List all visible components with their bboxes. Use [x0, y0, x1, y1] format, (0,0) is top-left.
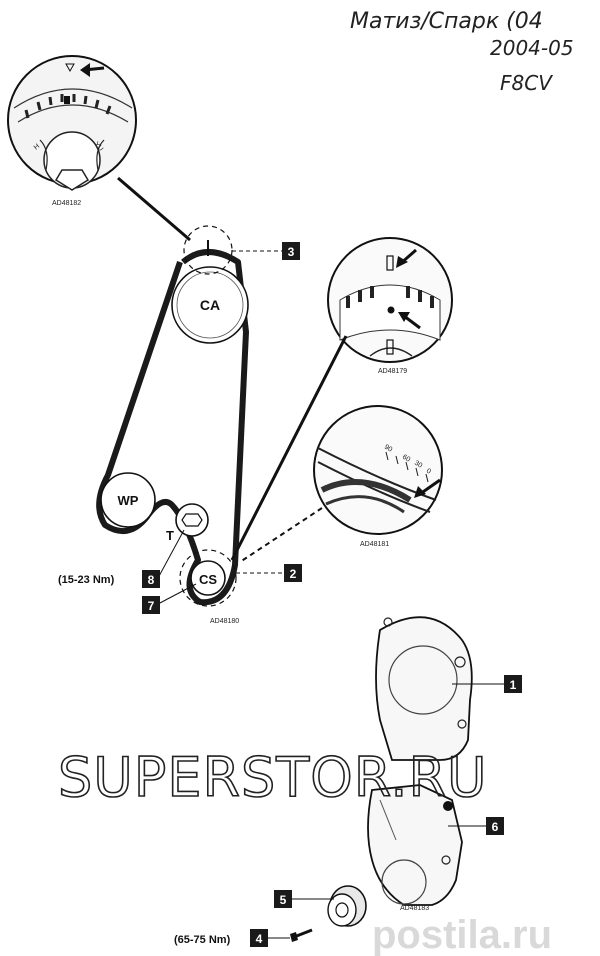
callout-8: 8 [142, 529, 185, 588]
svg-text:7: 7 [148, 599, 155, 613]
torque-crank-bolt: (65-75 Nm) [174, 934, 231, 946]
watermark-postila: postila.ru [372, 913, 552, 956]
timing-scale-detail: 90 60 30 0 [313, 405, 443, 535]
torque-tensioner: (15-23 Nm) [58, 574, 115, 586]
callout-5: 5 [274, 890, 334, 908]
code-cover: AD48183 [400, 905, 429, 912]
callout-4: 4 [250, 929, 290, 947]
callout-1: 1 [452, 675, 522, 693]
scale-mark-3: 0 [425, 468, 432, 476]
camshaft-pulley: CA [171, 266, 249, 344]
lower-timing-cover [367, 784, 463, 906]
crank-sprocket-mark-detail [327, 237, 453, 363]
crankshaft-pulley: CS [179, 549, 237, 607]
camshaft-mark-detail: H YU [7, 55, 137, 191]
header-line-3: F8CV [500, 71, 553, 95]
arrow-icon [396, 256, 408, 268]
svg-text:4: 4 [256, 932, 263, 946]
svg-text:5: 5 [280, 893, 287, 907]
triangle-mark-icon [65, 63, 75, 73]
upper-timing-cover [375, 616, 473, 761]
code-right-mid: AD48181 [360, 541, 389, 548]
label-crankshaft: CS [199, 572, 217, 587]
label-tensioner: T [166, 528, 174, 543]
scale-mark-0: 90 [383, 444, 393, 454]
label-water-pump: WP [118, 493, 139, 508]
crank-bolt [290, 928, 313, 942]
header-line-2: 2004-05 [490, 36, 574, 60]
header-line-1: Матиз/Спарк (04 [350, 9, 543, 34]
scale-mark-1: 60 [401, 454, 411, 464]
svg-text:8: 8 [148, 573, 155, 587]
label-camshaft: CA [200, 297, 220, 313]
svg-text:1: 1 [510, 678, 517, 692]
svg-text:2: 2 [290, 567, 297, 581]
cam-mark-highlight [183, 225, 233, 275]
code-right-top: AD48179 [378, 368, 407, 375]
svg-text:3: 3 [288, 245, 295, 259]
svg-text:6: 6 [492, 820, 499, 834]
gear-mark-right: YU [92, 141, 104, 153]
watermark-superstor: SUPERSTOR.RU [58, 746, 488, 809]
callout-2: 2 [236, 564, 302, 582]
scale-mark-2: 30 [413, 460, 423, 470]
callout-7: 7 [142, 583, 197, 614]
water-pump-pulley: WP [100, 472, 156, 528]
code-belt: AD48180 [210, 618, 239, 625]
tensioner-pulley: T [166, 503, 209, 543]
code-top-left: AD48182 [52, 200, 81, 207]
arrow-icon [414, 486, 426, 498]
gear-mark-left: H [33, 143, 41, 152]
callout-6: 6 [448, 817, 504, 835]
crankshaft-damper-pulley [327, 885, 367, 927]
callout-3: 3 [232, 242, 300, 260]
arrow-icon [398, 312, 410, 322]
